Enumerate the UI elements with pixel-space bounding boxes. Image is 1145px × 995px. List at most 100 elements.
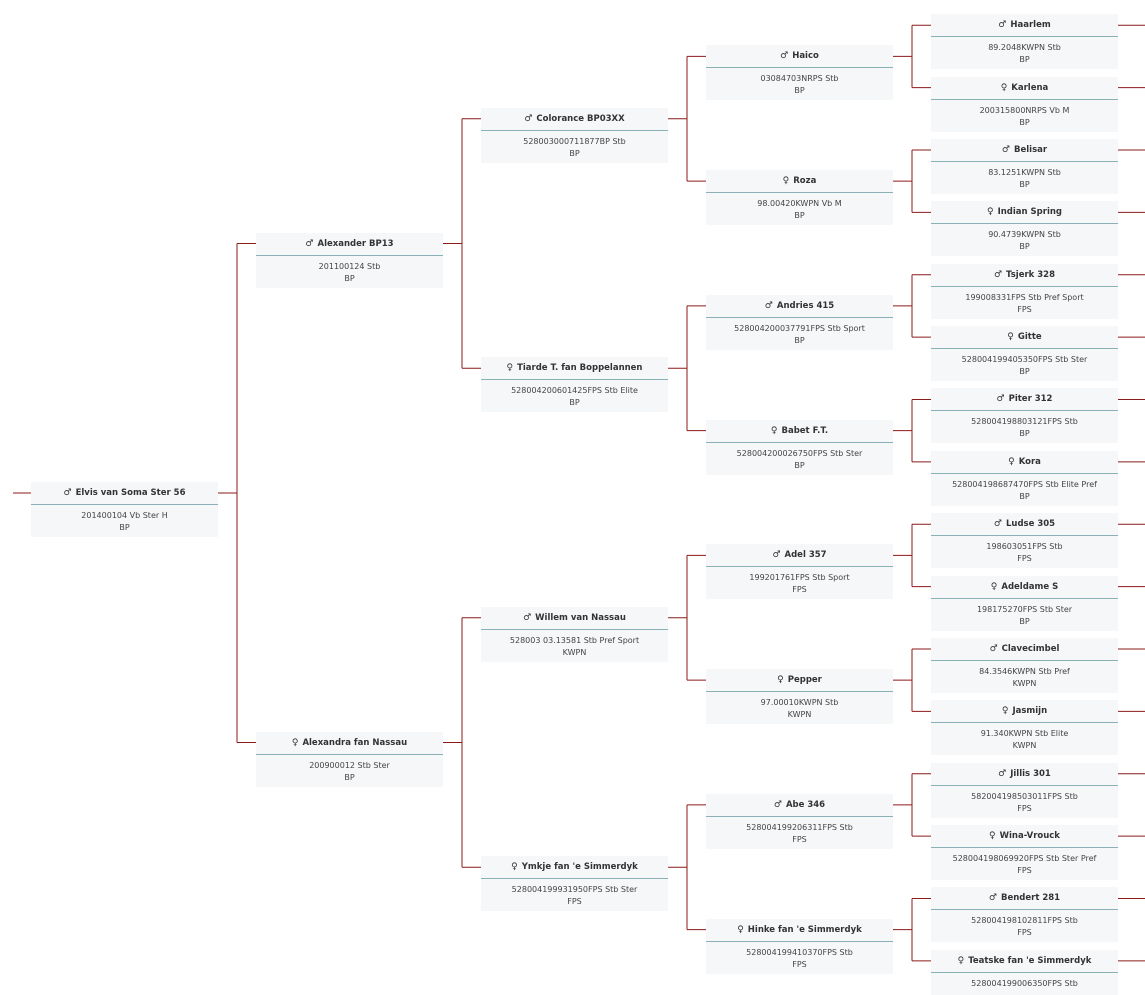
horse-name: Roza [793,176,817,187]
male-sign-icon: ♂ [772,550,781,561]
node-header: ♂Piter 312 [931,388,1118,412]
node-header: ♂Abe 346 [706,794,893,817]
horse-name: Ludse 305 [1005,519,1056,530]
studbook-label: FPS [1017,928,1032,938]
male-sign-icon: ♂ [780,51,789,62]
node-header: ♂Ludse 305 [931,513,1118,537]
studbook-label: KWPN [1012,678,1037,688]
registration-number: 528004199006350FPS Stb [971,978,1078,988]
female-sign-icon: ♀ [777,675,784,686]
node-header: ♂Alexander BP13 [256,233,443,256]
node-header: ♀Pepper [706,669,893,693]
studbook-label: BP [1019,429,1030,439]
registration-number: 201100124 Stb [318,261,381,271]
studbook-label: FPS [567,897,582,907]
horse-name: Karlena [1011,82,1049,93]
node-header: ♀Karlena [931,77,1118,100]
registration-number: 528004199931950FPS Stb Ster [511,885,638,895]
studbook-label: BP [1019,491,1030,501]
studbook-label: BP [569,148,580,158]
horse-name: Piter 312 [1008,394,1053,405]
horse-name: Willem van Nassau [535,612,626,623]
registration-number: 201400104 Vb Ster H [81,511,168,520]
registration-number: 03084703NRPS Stb [760,74,839,84]
horse-name: Belisar [1014,144,1048,155]
horse-name: Hinke fan 'e Simmerdyk [747,924,862,935]
studbook-label: BP [344,273,355,283]
registration-number: 199008331FPS Stb Pref Sport [965,292,1084,302]
female-sign-icon: ♀ [506,363,514,374]
studbook-label: KWPN [787,710,812,720]
male-sign-icon: ♂ [305,238,314,249]
registration-number: 91.340KWPN Stb Elite [980,729,1069,739]
studbook-label: FPS [1017,803,1032,813]
node-header: ♀Teatske fan 'e Simmerdyk [931,950,1118,973]
registration-number: 200315800NRPS Vb M [979,105,1070,115]
node-header: ♀Alexandra fan Nassau [256,732,443,755]
horse-name: Kora [1018,456,1041,467]
registration-number: 89.2048KWPN Stb [988,43,1061,53]
studbook-label: KWPN [1012,741,1037,751]
female-sign-icon: ♀ [737,924,744,935]
horse-name: Clavecimbel [1001,643,1060,654]
male-sign-icon: ♂ [773,799,782,810]
horse-name: Alexandra fan Nassau [302,737,408,748]
horse-name: Haico [792,51,819,62]
female-sign-icon: ♀ [1008,456,1015,467]
male-sign-icon: ♂ [524,113,533,124]
horse-name: Tiarde T. fan Boppelannen [517,363,643,374]
studbook-label: BP [1019,616,1030,626]
node-header: ♀Tiarde T. fan Boppelannen [481,357,668,381]
female-sign-icon: ♀ [782,176,790,187]
studbook-label: KWPN [562,647,587,657]
studbook-label: BP [794,211,805,221]
pedigree-node-teatske-fan-e-simmerdyk[interactable]: ♀Teatske fan 'e Simmerdyk 528004199006350… [931,949,1118,995]
studbook-label: BP [1019,242,1030,252]
